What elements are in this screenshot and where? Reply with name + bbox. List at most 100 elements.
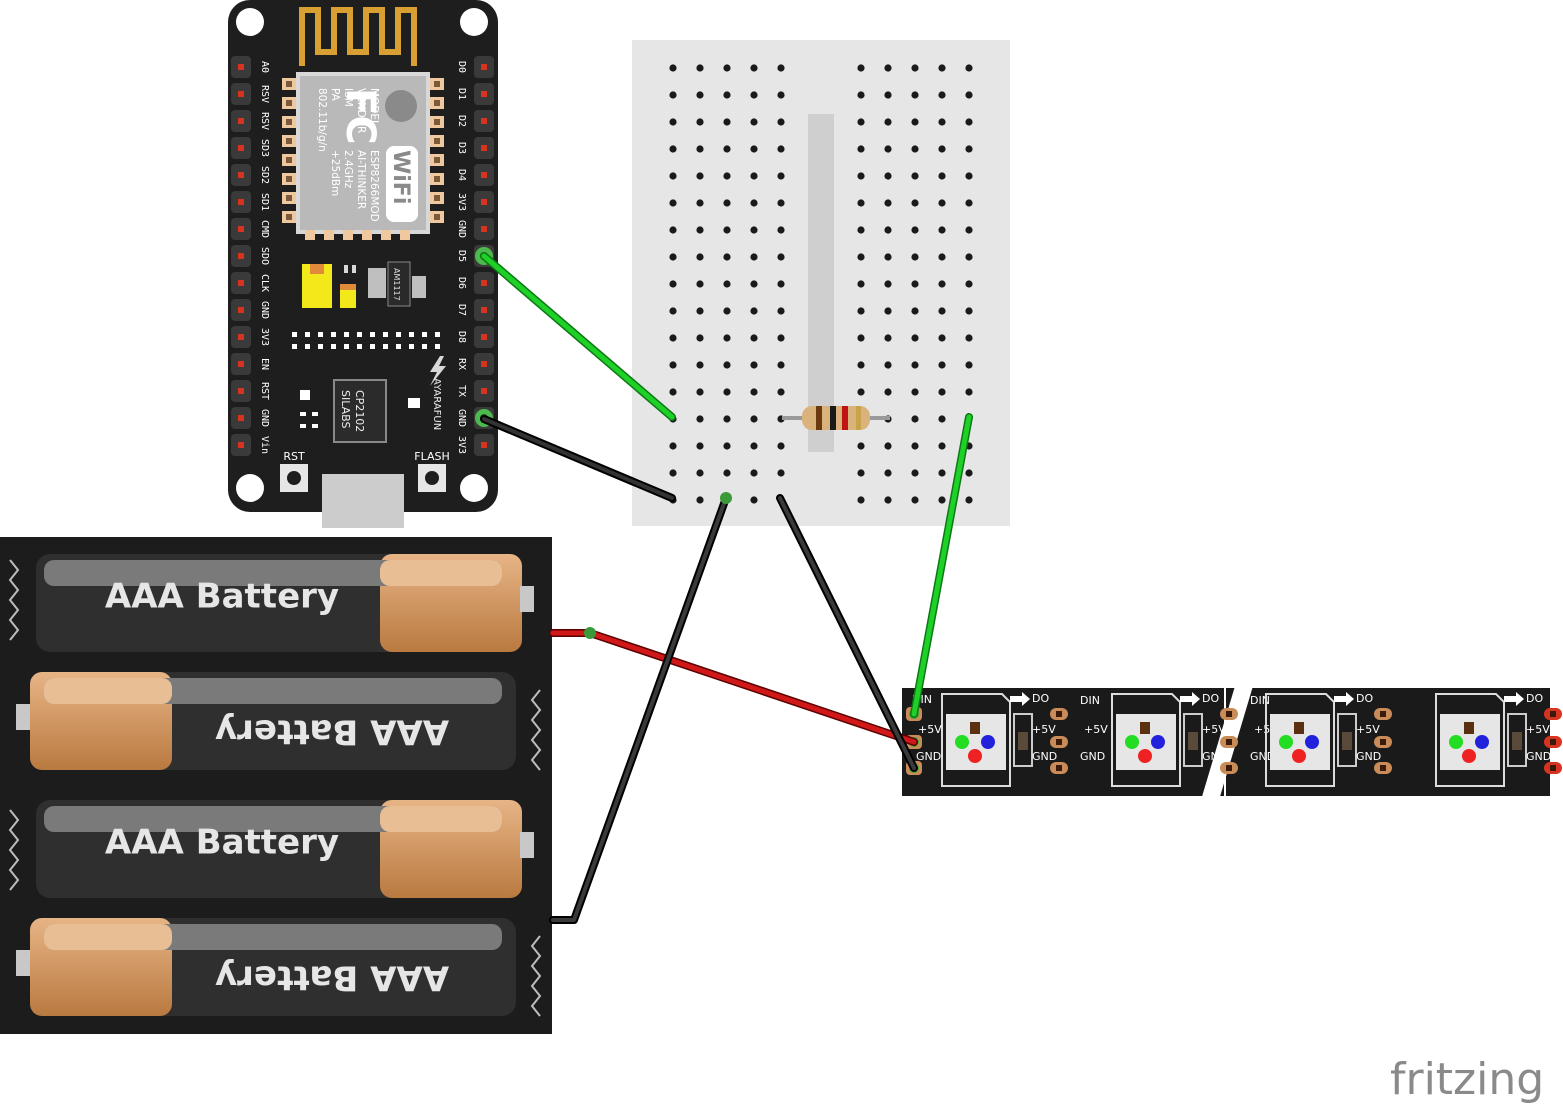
breadboard-hole[interactable]	[857, 361, 865, 369]
breadboard-hole[interactable]	[750, 280, 758, 288]
breadboard-hole[interactable]	[669, 172, 677, 180]
breadboard-hole[interactable]	[884, 91, 892, 99]
breadboard-hole[interactable]	[965, 388, 973, 396]
breadboard-hole[interactable]	[750, 145, 758, 153]
breadboard-hole[interactable]	[857, 172, 865, 180]
breadboard-hole[interactable]	[884, 145, 892, 153]
breadboard-hole[interactable]	[723, 307, 731, 315]
breadboard-hole[interactable]	[938, 415, 946, 423]
breadboard-hole[interactable]	[938, 226, 946, 234]
breadboard-hole[interactable]	[911, 415, 919, 423]
breadboard-hole[interactable]	[938, 118, 946, 126]
breadboard-hole[interactable]	[884, 496, 892, 504]
breadboard-hole[interactable]	[696, 469, 704, 477]
breadboard-hole[interactable]	[777, 334, 785, 342]
breadboard-hole[interactable]	[696, 496, 704, 504]
breadboard-hole[interactable]	[750, 388, 758, 396]
wire-vcc[interactable]	[550, 630, 917, 745]
breadboard-hole[interactable]	[884, 199, 892, 207]
breadboard-hole[interactable]	[911, 91, 919, 99]
breadboard-hole[interactable]	[777, 280, 785, 288]
breadboard-hole[interactable]	[857, 496, 865, 504]
breadboard-hole[interactable]	[938, 145, 946, 153]
breadboard-hole[interactable]	[777, 64, 785, 72]
breadboard-hole[interactable]	[723, 226, 731, 234]
breadboard-hole[interactable]	[777, 118, 785, 126]
breadboard-hole[interactable]	[723, 334, 731, 342]
breadboard-hole[interactable]	[723, 469, 731, 477]
breadboard-hole[interactable]	[669, 145, 677, 153]
breadboard-hole[interactable]	[723, 415, 731, 423]
breadboard-hole[interactable]	[884, 361, 892, 369]
breadboard-hole[interactable]	[777, 226, 785, 234]
breadboard-hole[interactable]	[911, 334, 919, 342]
breadboard-hole[interactable]	[884, 442, 892, 450]
breadboard-hole[interactable]	[911, 226, 919, 234]
breadboard-hole[interactable]	[911, 118, 919, 126]
breadboard-hole[interactable]	[884, 253, 892, 261]
breadboard-hole[interactable]	[911, 469, 919, 477]
breadboard-hole[interactable]	[911, 442, 919, 450]
breadboard-hole[interactable]	[723, 145, 731, 153]
breadboard-hole[interactable]	[723, 280, 731, 288]
breadboard-hole[interactable]	[777, 172, 785, 180]
breadboard-hole[interactable]	[884, 307, 892, 315]
breadboard-hole[interactable]	[911, 388, 919, 396]
breadboard-hole[interactable]	[965, 307, 973, 315]
breadboard-hole[interactable]	[723, 64, 731, 72]
breadboard-hole[interactable]	[857, 145, 865, 153]
breadboard-hole[interactable]	[884, 280, 892, 288]
breadboard-hole[interactable]	[669, 64, 677, 72]
breadboard-hole[interactable]	[723, 199, 731, 207]
breadboard-hole[interactable]	[669, 442, 677, 450]
breadboard-hole[interactable]	[965, 172, 973, 180]
breadboard-hole[interactable]	[750, 307, 758, 315]
breadboard-hole[interactable]	[911, 64, 919, 72]
wire-data-to-strip[interactable]	[911, 414, 972, 717]
breadboard-hole[interactable]	[669, 199, 677, 207]
breadboard-hole[interactable]	[696, 145, 704, 153]
breadboard-hole[interactable]	[669, 469, 677, 477]
breadboard-hole[interactable]	[938, 64, 946, 72]
breadboard-hole[interactable]	[723, 172, 731, 180]
breadboard-hole[interactable]	[777, 442, 785, 450]
breadboard-hole[interactable]	[938, 199, 946, 207]
breadboard-hole[interactable]	[911, 496, 919, 504]
breadboard-hole[interactable]	[696, 91, 704, 99]
breadboard-hole[interactable]	[911, 307, 919, 315]
breadboard-hole[interactable]	[750, 334, 758, 342]
breadboard-hole[interactable]	[911, 253, 919, 261]
breadboard-hole[interactable]	[750, 469, 758, 477]
breadboard-hole[interactable]	[857, 334, 865, 342]
breadboard-hole[interactable]	[857, 280, 865, 288]
breadboard-hole[interactable]	[696, 118, 704, 126]
breadboard-hole[interactable]	[938, 442, 946, 450]
breadboard-hole[interactable]	[696, 199, 704, 207]
breadboard-hole[interactable]	[669, 91, 677, 99]
breadboard-hole[interactable]	[884, 334, 892, 342]
breadboard-hole[interactable]	[696, 253, 704, 261]
breadboard-hole[interactable]	[696, 361, 704, 369]
breadboard-hole[interactable]	[669, 388, 677, 396]
breadboard-hole[interactable]	[857, 91, 865, 99]
rst-button-cap[interactable]	[287, 471, 301, 485]
breadboard-hole[interactable]	[750, 91, 758, 99]
breadboard-hole[interactable]	[938, 496, 946, 504]
breadboard-hole[interactable]	[884, 118, 892, 126]
breadboard-hole[interactable]	[965, 361, 973, 369]
breadboard-hole[interactable]	[965, 334, 973, 342]
breadboard-hole[interactable]	[965, 253, 973, 261]
breadboard-hole[interactable]	[750, 64, 758, 72]
breadboard-hole[interactable]	[669, 361, 677, 369]
breadboard-hole[interactable]	[911, 145, 919, 153]
breadboard-hole[interactable]	[857, 388, 865, 396]
breadboard-hole[interactable]	[723, 118, 731, 126]
breadboard-hole[interactable]	[750, 226, 758, 234]
breadboard-hole[interactable]	[669, 226, 677, 234]
breadboard-hole[interactable]	[857, 442, 865, 450]
breadboard-hole[interactable]	[723, 91, 731, 99]
breadboard-hole[interactable]	[777, 361, 785, 369]
wire-gnd-to-strip[interactable]	[778, 496, 916, 770]
breadboard-hole[interactable]	[965, 118, 973, 126]
breadboard-hole[interactable]	[696, 64, 704, 72]
